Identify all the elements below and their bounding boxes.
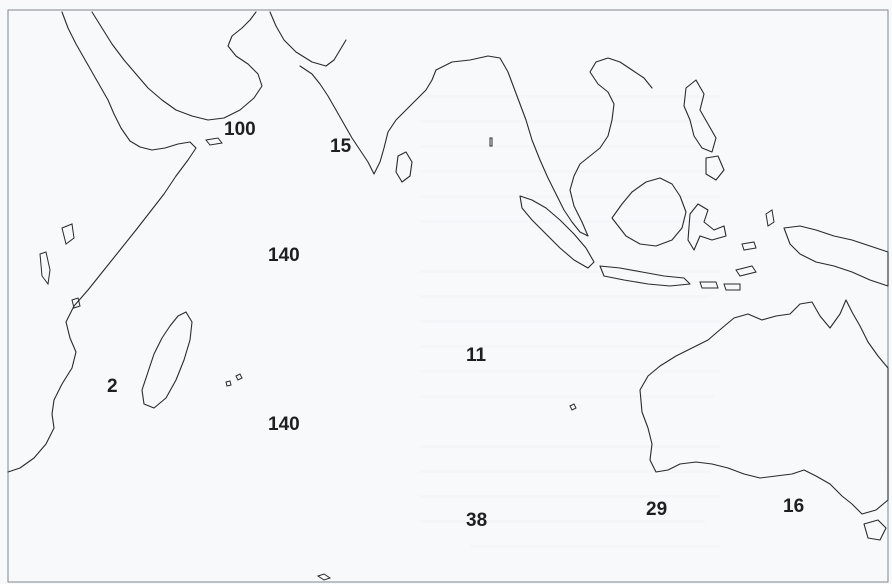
label-central-indian-ocean: 11 [466, 345, 487, 366]
arabia-coastline [91, 11, 263, 121]
india-coastline [299, 65, 437, 175]
java-outline [599, 265, 691, 287]
africa-coastline [7, 11, 197, 473]
label-south-australia-east: 16 [783, 496, 805, 517]
label-mozambique-channel: 2 [107, 376, 118, 397]
label-arabian-sea: 100 [224, 119, 256, 140]
iran-coastline [269, 11, 347, 67]
new-guinea-outline [783, 225, 889, 287]
borneo-outline [611, 177, 687, 247]
sri-lanka-outline [395, 151, 413, 183]
label-bay-of-bengal: 15 [330, 136, 352, 157]
philippines-outline [683, 79, 725, 181]
label-south-west: 140 [268, 414, 300, 435]
label-south-central: 38 [466, 510, 488, 531]
label-south-australia-west: 29 [646, 499, 668, 520]
tasmania-outline [863, 519, 887, 541]
australia-coastline [639, 299, 889, 515]
indochina-coastline [435, 55, 653, 237]
madagascar-outline [141, 311, 193, 409]
sumatra-outline [519, 195, 595, 269]
sulawesi-outline [687, 203, 727, 251]
label-central-west: 140 [268, 245, 300, 266]
